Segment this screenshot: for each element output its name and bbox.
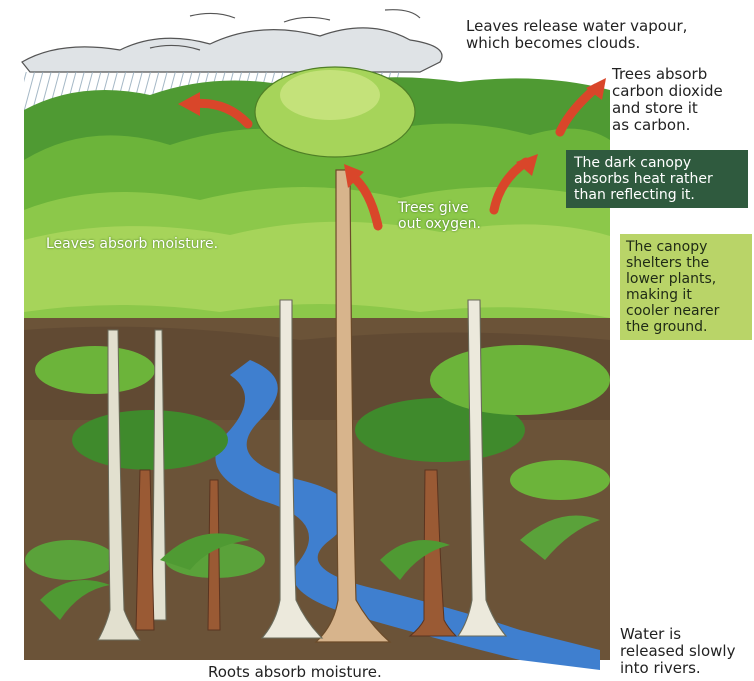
leaf-moisture-caption: Leaves absorb moisture. (46, 236, 286, 252)
clouds (22, 10, 442, 72)
heat-caption-box: The dark canopy absorbs heat rather than… (566, 150, 748, 208)
roots-caption: Roots absorb moisture. (208, 664, 448, 681)
oxygen-caption: Trees give out oxygen. (398, 200, 508, 232)
clouds-caption: Leaves release water vapour, which becom… (466, 18, 736, 52)
shelter-caption-box: The canopy shelters the lower plants, ma… (620, 234, 752, 340)
canopy (24, 67, 610, 330)
rivers-caption: Water is released slowly into rivers. (620, 626, 754, 677)
carbon-caption: Trees absorb carbon dioxide and store it… (612, 66, 752, 134)
